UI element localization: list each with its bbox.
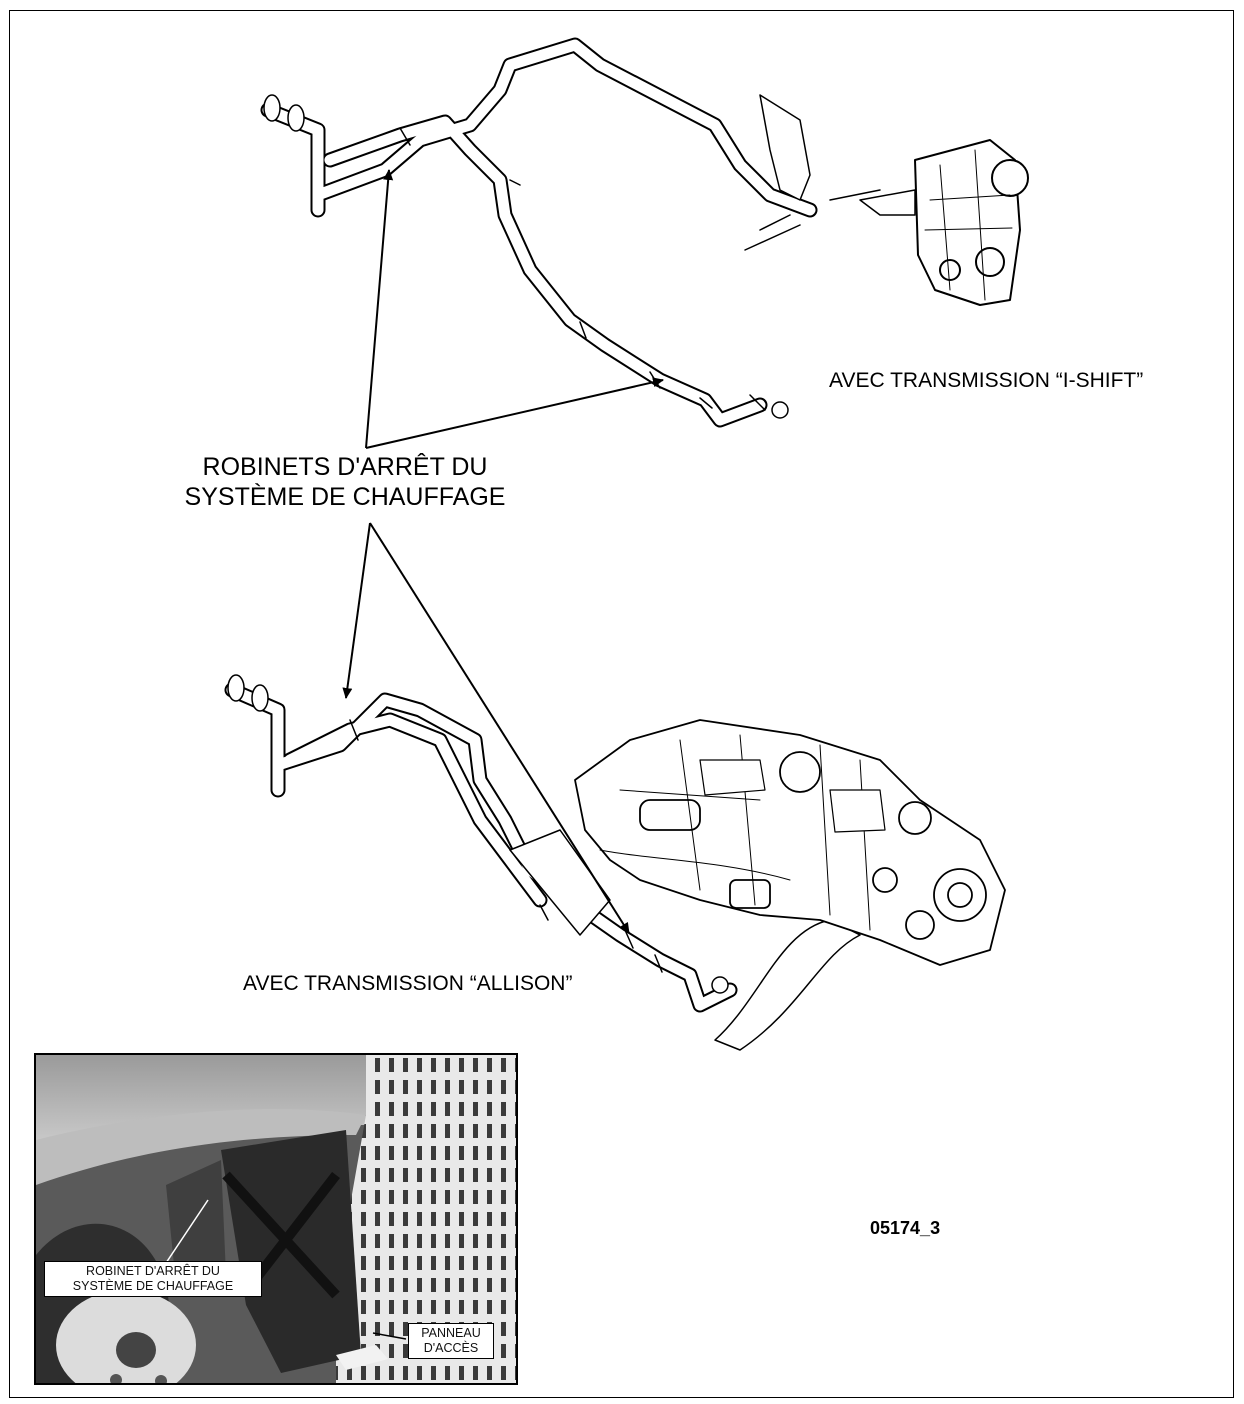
arrow-to-allison-valve-rear [369, 522, 630, 934]
photo-illustration [36, 1055, 516, 1383]
arrow-to-ishift-valve-front [365, 169, 394, 449]
photo-access-panel-callout-line2: D'ACCÈS [423, 1341, 479, 1355]
shutoff-valves-label-line2: SYSTÈME DE CHAUFFAGE [184, 483, 506, 511]
shutoff-valves-label: ROBINETS D'ARRÊT DU SYSTÈME DE CHAUFFAGE [150, 452, 540, 512]
arrow-to-allison-valve-front [342, 522, 371, 699]
allison-pipe-assembly [224, 674, 1006, 1051]
leader-arrows [342, 169, 664, 934]
allison-transmission-label: AVEC TRANSMISSION “ALLISON” [243, 972, 573, 995]
figure-frame [9, 10, 1234, 1398]
photo-valve-callout: ROBINET D'ARRÊT DU SYSTÈME DE CHAUFFAGE [44, 1261, 262, 1297]
photo-access-panel-callout-line1: PANNEAU [421, 1326, 481, 1340]
figure-reference-number: 05174_3 [870, 1218, 941, 1238]
access-panel-photo: ROBINET D'ARRÊT DU SYSTÈME DE CHAUFFAGE … [34, 1053, 518, 1385]
ishift-transmission-label: AVEC TRANSMISSION “I-SHIFT” [829, 369, 1144, 392]
ishift-pipe-assembly [260, 37, 1029, 428]
photo-access-panel-callout: PANNEAU D'ACCÈS [408, 1323, 494, 1359]
arrow-to-ishift-valve-rear [365, 377, 664, 449]
photo-valve-callout-line2: SYSTÈME DE CHAUFFAGE [72, 1279, 234, 1293]
photo-valve-callout-line1: ROBINET D'ARRÊT DU [86, 1264, 220, 1278]
shutoff-valves-label-line1: ROBINETS D'ARRÊT DU [202, 453, 488, 481]
